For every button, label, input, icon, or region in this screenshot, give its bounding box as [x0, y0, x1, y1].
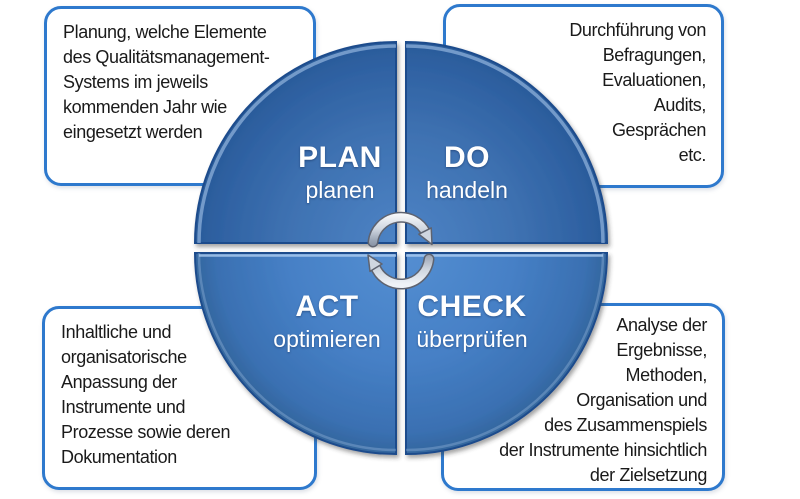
quadrant-highlights [197, 44, 605, 452]
annotation-act-text: Inhaltliche und organisatorische Anpassu… [61, 322, 231, 467]
check-quadrant-shape [405, 252, 609, 456]
do-quadrant-label: DO handeln [367, 141, 567, 205]
annotation-plan-text: Planung, welche Elemente des Qualitätsma… [63, 22, 270, 142]
plan-subtitle: planen [305, 177, 375, 203]
do-title: DO [444, 141, 490, 174]
act-quadrant-label: ACT optimieren [227, 290, 427, 354]
plan-quadrant-shape [193, 40, 397, 244]
do-quadrant-shape [405, 40, 609, 244]
check-title: CHECK [417, 290, 527, 323]
quadrant-shapes [193, 40, 609, 456]
act-title: ACT [295, 290, 359, 323]
annotation-do-text: Durchführung von Befragungen, Evaluation… [569, 20, 706, 165]
annotation-check-text: Analyse der Ergebnisse, Methoden, Organi… [499, 315, 707, 485]
act-quadrant-shape [193, 252, 397, 456]
plan-title: PLAN [298, 141, 382, 174]
plan-quadrant-label: PLAN planen [240, 141, 440, 205]
check-subtitle: überprüfen [416, 326, 528, 352]
do-subtitle: handeln [426, 177, 508, 203]
act-subtitle: optimieren [273, 326, 381, 352]
cycle-arrows-icon [367, 211, 435, 290]
check-quadrant-label: CHECK überprüfen [372, 290, 572, 354]
